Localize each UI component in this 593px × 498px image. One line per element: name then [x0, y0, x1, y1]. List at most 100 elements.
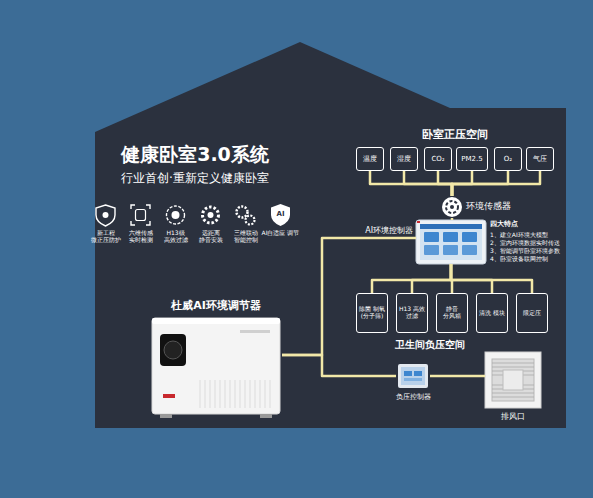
controller-screen: [416, 220, 486, 264]
node-text: 除菌 制氧 (分子筛): [357, 306, 387, 320]
screen-display: [420, 224, 482, 260]
process-box: PM2.5: [456, 147, 488, 171]
process-box: 湿度: [390, 147, 418, 171]
node-text: 限定压: [523, 310, 541, 317]
controller-tile: [404, 371, 412, 376]
sensor-icon-ring: [446, 201, 458, 213]
process-box: 清洗 模块: [476, 293, 508, 333]
device-node: 杜威AI环境调节器: [150, 296, 282, 420]
screen-header: [420, 224, 482, 229]
node-text: 气压: [533, 155, 547, 163]
scan-icon: [131, 205, 150, 225]
connector-line: [451, 218, 454, 220]
vent-frame: [485, 352, 541, 408]
connector-line: [370, 171, 452, 196]
gear-icon: [246, 216, 255, 225]
screen-tile: [424, 232, 439, 242]
connector-line: [451, 264, 452, 293]
feature-item: 1、建立AI环境大模型: [490, 231, 548, 238]
ctrl-node: AI环境控制器: [416, 220, 486, 264]
icon-caption: 三维联动 智能控制: [227, 229, 265, 243]
connector-line: [452, 171, 472, 196]
screen-tile: [424, 245, 439, 255]
controller-display: [401, 367, 425, 385]
neg-node: 负压控制器: [396, 364, 430, 404]
node-text: 温度: [363, 155, 377, 163]
node-text: 排风口: [485, 411, 541, 422]
env-node: 环境传感器: [442, 196, 532, 218]
icon-caption: 新工程 微正压防护: [87, 229, 125, 243]
house-shape: [95, 42, 566, 428]
connector-line: [438, 171, 452, 196]
controller-case: [398, 364, 428, 388]
node-text: 负压控制器: [396, 392, 431, 402]
icon-caption: 远距离 静音安装: [192, 229, 230, 243]
feature-icons: [96, 204, 290, 226]
gear-icon: [237, 207, 248, 218]
device-foot: [160, 414, 172, 418]
connector-line: [452, 171, 540, 196]
connector-line: [282, 355, 396, 376]
controller-tile: [414, 371, 422, 376]
vent-grille: [492, 359, 534, 401]
device-logo: [163, 394, 175, 398]
icon-dot: [103, 212, 109, 218]
device-brand-strip: [240, 330, 270, 333]
node-text: H13 高效 过滤: [397, 306, 427, 320]
process-box: CO₂: [424, 147, 452, 171]
connector-line: [451, 264, 532, 293]
process-box: O₂: [494, 147, 522, 171]
ai-shield-icon: [271, 204, 290, 226]
filter-icon-core: [172, 211, 180, 219]
screen-tile: [443, 232, 458, 242]
process-box: 温度: [356, 147, 384, 171]
screen-tile: [462, 232, 477, 242]
icon-text: AI: [271, 210, 291, 218]
node-text: 环境传感器: [466, 201, 511, 213]
connector-line: [430, 375, 485, 378]
node-text: CO₂: [431, 155, 444, 163]
gear-icon-core: [208, 212, 214, 218]
node-text: PM2.5: [461, 155, 482, 163]
device-foot: [260, 414, 272, 418]
process-box: 限定压: [516, 293, 548, 333]
vent-center: [503, 370, 523, 390]
process-box: 静音 分风箱: [436, 293, 468, 333]
vent-node: 排风口: [485, 352, 541, 424]
device-lens: [164, 341, 182, 359]
device-top: [152, 318, 280, 324]
zone-heading: 卫生间负压空间: [395, 339, 465, 351]
feature-item: 3、智能调节卧室环境参数: [490, 247, 560, 254]
process-box: H13 高效 过滤: [396, 293, 428, 333]
device-body: [152, 318, 280, 414]
connector-line: [412, 264, 451, 293]
negative-pressure-controller-icon: [398, 364, 428, 388]
node-text: 湿度: [397, 155, 411, 163]
controller-bar: [404, 378, 422, 381]
node-text: 静音 分风箱: [437, 306, 467, 320]
icon-caption: AI自适应 调节: [262, 229, 300, 236]
screen-tile: [443, 245, 458, 255]
gear-icon: [203, 207, 219, 223]
feature-item: 4、卧室设备联网控制: [490, 255, 548, 262]
feature-item: 2、室内环境数据实时传送: [490, 239, 560, 246]
node-text: 清洗 模块: [479, 310, 505, 317]
sensor-icon: [442, 197, 462, 217]
shield-icon: [96, 205, 115, 226]
connector-line: [452, 171, 508, 196]
feature-heading: 四大特点: [490, 221, 518, 229]
connector-line: [372, 264, 451, 293]
scan-icon-body: [136, 210, 146, 221]
zone-heading: 卧室正压空间: [405, 128, 505, 141]
connector-line: [451, 264, 492, 293]
diagram-title: 健康卧室3.0系统: [100, 143, 290, 166]
icon-caption: 六维传感 实时检测: [122, 229, 160, 243]
sensor-icon-dot: [450, 205, 454, 209]
exhaust-vent-icon: [485, 352, 541, 408]
device-illustration: [152, 318, 280, 418]
node-text: 杜威AI环境调节器: [150, 298, 282, 313]
subtitle: 行业首创·重新定义健康卧室: [100, 171, 290, 185]
device-grille: [200, 380, 270, 408]
